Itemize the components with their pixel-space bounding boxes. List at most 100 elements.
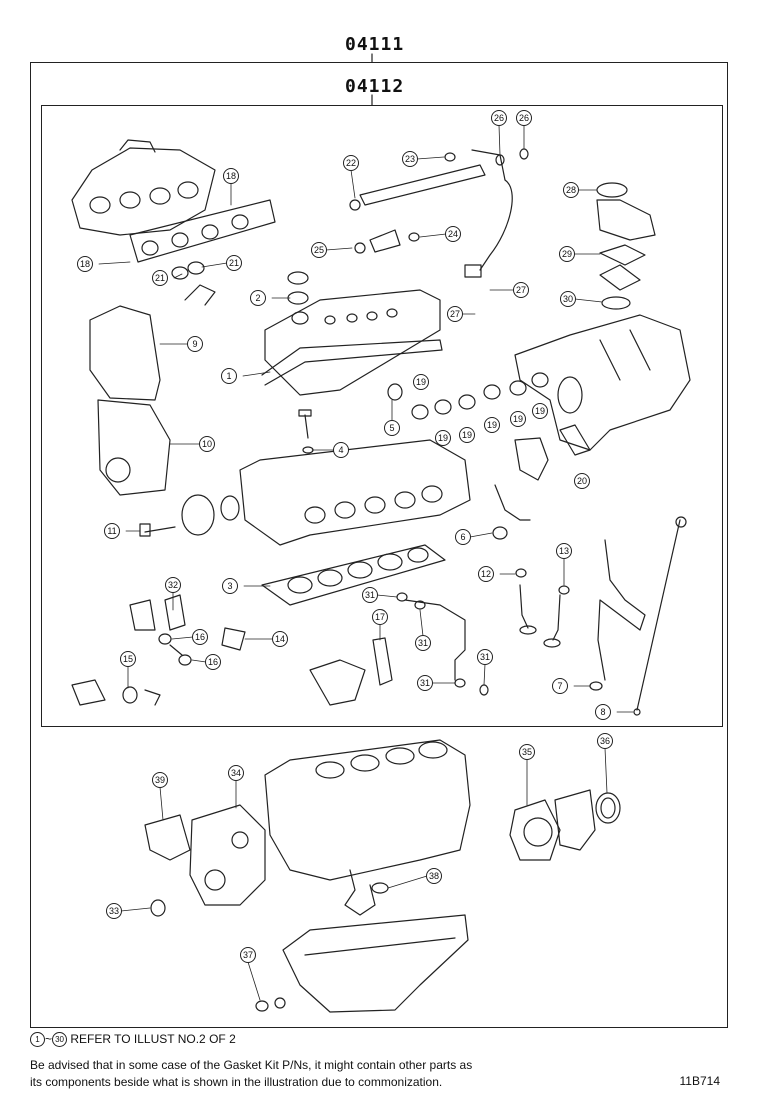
part-callout-24: 24 — [445, 226, 461, 242]
water-pump-bracket-drawing — [129, 594, 246, 666]
water-outlet-drawing — [514, 437, 549, 481]
part-callout-25: 25 — [311, 242, 327, 258]
inner-kit-frame — [41, 105, 723, 727]
intake-valve-drawing — [515, 568, 570, 648]
outer-group-code: 04111 — [345, 34, 405, 55]
part-callout-38: 38 — [426, 868, 442, 884]
part-callout-31: 31 — [362, 587, 378, 603]
part-callout-15: 15 — [120, 651, 136, 667]
callout-leaders — [98, 124, 634, 1001]
part-callout-5: 5 — [384, 420, 400, 436]
part-callout-35: 35 — [519, 744, 535, 760]
part-callout-6: 6 — [455, 529, 471, 545]
part-callout-19: 19 — [435, 430, 451, 446]
exhaust-gasket-drawing — [129, 199, 276, 263]
timing-cover-drawing — [89, 305, 171, 496]
part-callout-21: 21 — [152, 270, 168, 286]
part-callout-37: 37 — [240, 947, 256, 963]
oil-strainer-drawing — [344, 869, 389, 916]
part-callout-7: 7 — [552, 678, 568, 694]
part-callout-22: 22 — [343, 155, 359, 171]
part-callout-33: 33 — [106, 903, 122, 919]
oil-pan-drawing — [282, 914, 469, 1013]
part-callout-19: 19 — [459, 427, 475, 443]
part-callout-18: 18 — [223, 168, 239, 184]
head-bolt-drawing — [298, 409, 314, 454]
part-callout-21: 21 — [226, 255, 242, 271]
outer-kit-frame — [30, 62, 728, 1028]
part-callout-39: 39 — [152, 772, 168, 788]
valve-cover-drawing — [261, 289, 443, 396]
bracket-drawing — [184, 284, 216, 306]
part-callout-4: 4 — [333, 442, 349, 458]
part-callout-1: 1 — [221, 368, 237, 384]
drain-plug-drawing — [255, 997, 286, 1012]
water-pump-gasket-drawing — [144, 814, 191, 861]
part-callout-2: 2 — [250, 290, 266, 306]
intake-gasket-drawing — [559, 424, 591, 456]
cylinder-block-drawing — [264, 739, 471, 881]
gasket-kit-note-line-2: its components beside what is shown in t… — [30, 1075, 443, 1089]
manifold-ring-drawing-2 — [187, 261, 205, 275]
part-callout-31: 31 — [477, 649, 493, 665]
part-callout-31: 31 — [415, 635, 431, 651]
pcv-pipe-drawing — [492, 484, 531, 540]
injector-seal-drawing — [354, 242, 366, 254]
part-callout-19: 19 — [413, 374, 429, 390]
part-callout-12: 12 — [478, 566, 494, 582]
part-callout-34: 34 — [228, 765, 244, 781]
front-oil-seal-drawing — [150, 899, 166, 917]
part-callout-27: 27 — [513, 282, 529, 298]
part-callout-16: 16 — [192, 629, 208, 645]
ref-text: REFER TO ILLUST NO.2 OF 2 — [70, 1032, 236, 1046]
dipstick-guide-drawing — [589, 516, 687, 716]
water-inlet-drawing — [309, 659, 366, 706]
part-callout-11: 11 — [104, 523, 120, 539]
part-callout-19: 19 — [532, 403, 548, 419]
ref-start-marker: 1 — [30, 1032, 45, 1048]
cylinder-head-drawing — [239, 439, 471, 546]
part-callout-19: 19 — [484, 417, 500, 433]
part-callout-36: 36 — [597, 733, 613, 749]
part-callout-20: 20 — [574, 473, 590, 489]
washer-drawing-26b — [519, 148, 529, 160]
throttle-body-drawing — [596, 182, 656, 310]
cam-pulley-drawing — [139, 494, 240, 537]
inner-group-code: 04112 — [345, 76, 405, 97]
fuel-rail-drawing — [359, 149, 513, 278]
part-callout-10: 10 — [199, 436, 215, 452]
part-callout-32: 32 — [165, 577, 181, 593]
part-callout-28: 28 — [563, 182, 579, 198]
head-gasket-drawing — [261, 544, 446, 606]
part-callout-14: 14 — [272, 631, 288, 647]
part-callout-17: 17 — [372, 609, 388, 625]
ref-end-marker: 30 — [52, 1032, 68, 1048]
oring-drawing-23 — [444, 152, 456, 162]
intake-manifold-drawing — [514, 314, 691, 451]
part-callout-16: 16 — [205, 654, 221, 670]
exhaust-manifold-drawing — [71, 139, 216, 236]
part-callout-9: 9 — [187, 336, 203, 352]
illustration-code: 11B714 — [679, 1074, 720, 1088]
part-callout-27: 27 — [447, 306, 463, 322]
part-callout-26: 26 — [491, 110, 507, 126]
reference-note: 1~30 REFER TO ILLUST NO.2 OF 2 — [30, 1032, 236, 1048]
part-callout-23: 23 — [402, 151, 418, 167]
part-callout-26: 26 — [516, 110, 532, 126]
bracket-17-drawing — [372, 637, 393, 686]
fuel-injector-drawing — [369, 229, 401, 253]
part-callout-3: 3 — [222, 578, 238, 594]
part-callout-19: 19 — [510, 411, 526, 427]
part-callout-8: 8 — [595, 704, 611, 720]
oring-drawing-24 — [408, 232, 420, 242]
part-callout-18: 18 — [77, 256, 93, 272]
oil-pipe-drawing — [396, 592, 489, 696]
oil-filler-cap-drawing — [287, 271, 309, 305]
intake-seal-rings-drawing — [387, 372, 549, 420]
part-callout-29: 29 — [559, 246, 575, 262]
washer-drawing-22 — [349, 199, 361, 211]
rear-oil-seal-retainer-drawing — [509, 789, 621, 861]
timing-case-drawing — [189, 804, 266, 906]
part-callout-30: 30 — [560, 291, 576, 307]
